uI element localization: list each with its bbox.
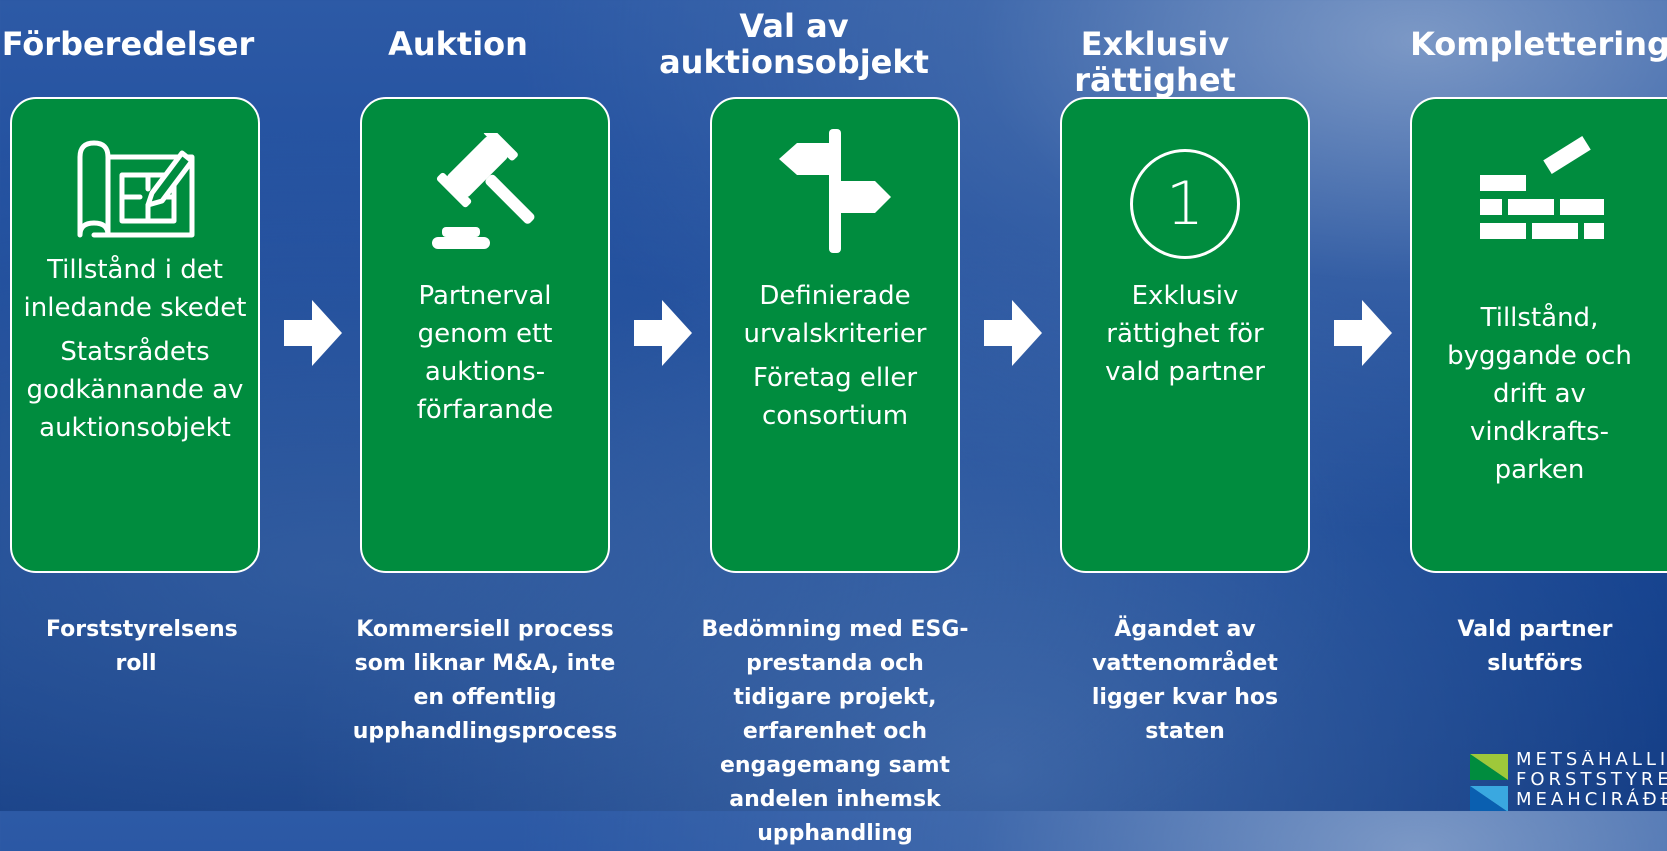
step-4-title: Exklusiv rättighet [1074,25,1236,99]
step-4-line-1: Exklusiv rättighet för vald partner [1105,281,1265,387]
step-1-text: Tillstånd i det inledande skedet Statsrå… [18,251,252,453]
step-5-card: Tillstånd, byggande och drift av vindkra… [1410,97,1667,573]
step-3-line-2: Företag eller consortium [752,363,918,431]
logo-wordmark: METSÄHALLITUS FORSTSTYRELSEN MEAHCIRÁĐĐE… [1516,750,1667,810]
step-2-line-1: Partnerval genom ett auktions-förfarande [416,281,554,425]
step-1-line-2: Statsrådets godkännande av auktionsobjek… [26,337,244,443]
step-3-card: Definierade urvalskriterier Företag elle… [710,97,960,573]
number-one-circle-icon: 1 [1062,149,1308,259]
arrow-right-icon [284,300,342,366]
logo-mark-icon [1470,754,1508,811]
step-5-caption: Vald partner slutförs [1457,617,1613,676]
step-2-title: Auktion [388,25,528,63]
step-1-card: Tillstånd i det inledande skedet Statsrå… [10,97,260,573]
step-4-caption: Ägandet av vattenområdet ligger kvar hos… [1091,617,1279,744]
process-diagram: Förberedelser Auktion Val av auktionsobj… [1,7,1667,811]
logo-line-3: MEAHCIRÁĐĐEHUS [1516,789,1667,810]
step-3-caption: Bedömning med ESG-prestanda och tidigare… [701,617,969,846]
step-5-title: Komplettering [1410,25,1667,63]
step-3-line-1: Definierade urvalskriterier [743,281,927,349]
step-1-title: Förberedelser [1,25,255,63]
step-1-line-1: Tillstånd i det inledande skedet [23,255,247,323]
arrow-right-icon [1334,300,1392,366]
number-one-text: 1 [1165,169,1205,239]
gavel-icon [362,133,608,253]
step-2-caption: Kommersiell process som liknar M&A, inte… [352,617,618,744]
signpost-icon [712,129,958,253]
step-3-text: Definierade urvalskriterier Företag elle… [726,277,944,441]
logo-line-2: FORSTSTYRELSEN [1516,769,1667,790]
step-5-line-1: Tillstånd, byggande och drift av vindkra… [1447,303,1632,485]
step-1-caption: Forststyrelsens roll [46,617,238,676]
metsahallitus-logo: METSÄHALLITUS FORSTSTYRELSEN MEAHCIRÁĐĐE… [1470,750,1667,811]
step-5-text: Tillstånd, byggande och drift av vindkra… [1430,299,1649,495]
brick-wall-icon [1472,131,1612,255]
blueprint-icon [12,135,258,245]
logo-line-1: METSÄHALLITUS [1516,750,1667,770]
step-2-card: Partnerval genom ett auktions-förfarande [360,97,610,573]
step-2-text: Partnerval genom ett auktions-förfarande [402,277,568,435]
arrow-right-icon [984,300,1042,366]
arrow-right-icon [634,300,692,366]
step-3-title: Val av auktionsobjekt [659,7,929,81]
step-4-text: Exklusiv rättighet för vald partner [1092,277,1278,397]
step-4-card: 1 Exklusiv rättighet för vald partner [1060,97,1310,573]
